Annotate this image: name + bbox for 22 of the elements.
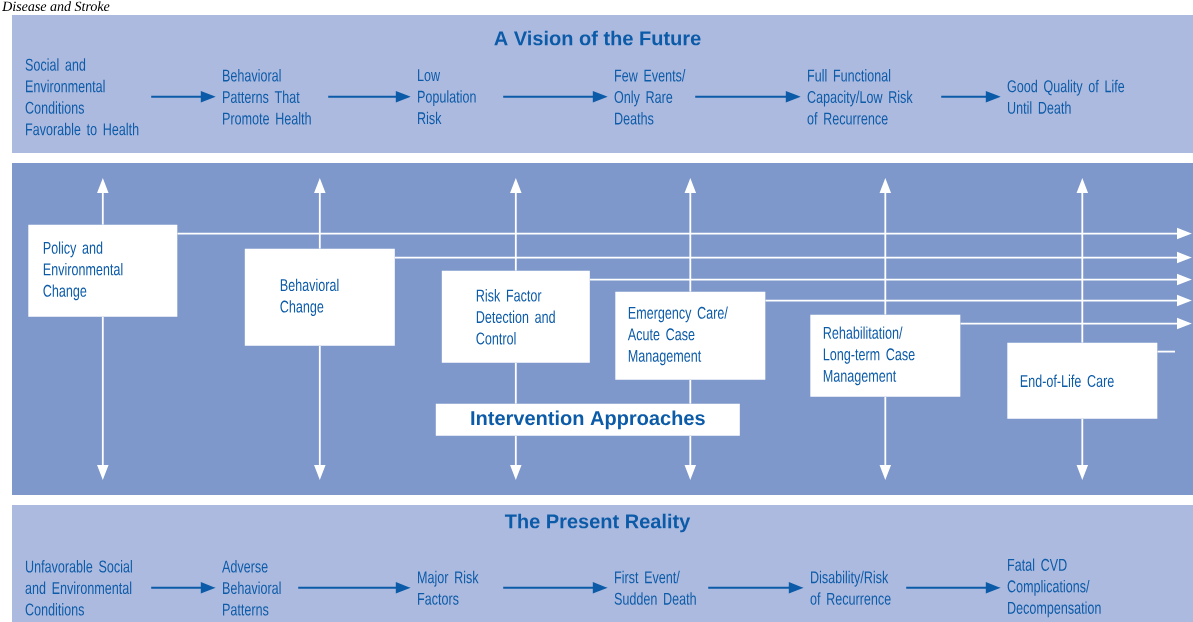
heading-box: Intervention Approaches — [435, 403, 740, 436]
stage-text: Unfavorable Social and Environmental Conditions — [25, 560, 132, 616]
band-title: A Vision of the Future — [494, 30, 701, 46]
approach-box: Risk Factor Detection and Control — [441, 270, 590, 363]
stage-text: Low Population Risk — [418, 69, 476, 125]
approach-box: End-of-Life Care — [1007, 342, 1158, 419]
band-title: The Present Reality — [504, 513, 691, 533]
stage-text: Disability/Risk of Recurrence — [810, 570, 891, 605]
stage-text: Fatal CVD Complications/ Decompensation — [1007, 558, 1101, 618]
stage-text: Behavioral Patterns That Promote Health — [223, 69, 311, 125]
approach-box: Behavioral Change — [244, 248, 395, 346]
stage-text: Few Events/ Only Rare Deaths — [614, 69, 686, 125]
stage-text: Good Quality of Life Until Death — [1007, 79, 1125, 114]
stage-text: Major Risk Factors — [418, 570, 479, 605]
stage-text: Adverse Behavioral Patterns — [222, 560, 281, 616]
caption-text: Disease and Stroke — [2, 1, 110, 12]
approach-box: Emergency Care/ Acute Case Management — [615, 291, 766, 380]
approach-box: Rehabilitation/ Long-term Case Management — [810, 314, 961, 397]
stage-text: Social and Environmental Conditions Favorable to Health — [25, 58, 139, 136]
approach-box: Policy and Environmental Change — [28, 224, 178, 317]
stage-text: First Event/ Sudden Death — [614, 570, 696, 605]
stage-text: Full Functional Capacity/Low Risk of Recurrence — [807, 69, 913, 125]
